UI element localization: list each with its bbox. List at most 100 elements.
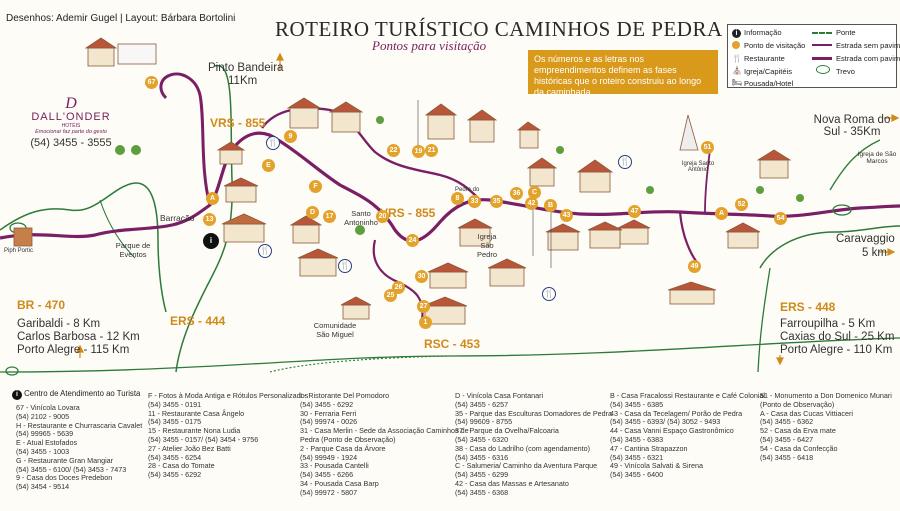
map-legend: i Informação Ponte Ponto de visitação Es… (727, 24, 900, 88)
legend-label-bridge: Ponte (836, 28, 856, 37)
info-icon: i (732, 28, 741, 38)
visit-marker[interactable]: 8 (451, 192, 464, 205)
visit-marker[interactable]: C (528, 186, 541, 199)
contact-line: (54) 3455 - 6383 (610, 434, 664, 444)
visit-marker[interactable]: E (262, 159, 275, 172)
visit-marker[interactable]: 13 (203, 213, 216, 226)
local-road-parque (99, 199, 136, 259)
pinto-bandeira-road (159, 72, 212, 206)
visit-marker[interactable]: 27 (417, 300, 430, 313)
legend-label-unpaved: Estrada sem pavimento (836, 41, 900, 50)
contact-column-5: B - Casa Fracalossi Restaurante e Café C… (610, 391, 766, 480)
ers448-road (759, 225, 900, 269)
leader-lines (417, 100, 552, 268)
visit-marker[interactable]: A (715, 207, 728, 220)
restaurant-icon[interactable]: 🍴 (258, 244, 272, 258)
visit-marker[interactable]: 20 (376, 210, 389, 223)
contact-line: 2 - Parque Casa da Árvore (300, 443, 386, 453)
br470-road (0, 182, 167, 313)
contact-line: 44 - Casa Vanni Espaço Gastronômico (610, 426, 734, 436)
brand-name: DALL'ONDER (31, 111, 111, 123)
contact-line: 31 - Casa Merlin - Sede da Associação Ca… (300, 426, 469, 436)
contact-line: (54) 3455 - 6400 (610, 470, 664, 480)
restaurant-icon[interactable]: 🍴 (338, 259, 352, 273)
contact-line: (54) 3455 - 6418 (760, 452, 814, 462)
legend-label-paved: Estrada com pavimento (836, 54, 900, 63)
visit-marker[interactable]: 47 (628, 205, 641, 218)
label-porto-alegre-west: Porto Alegre - 115 Km (17, 344, 130, 356)
contact-line: D - Vinícola Casa Fontanari (455, 391, 544, 400)
visit-marker[interactable]: 30 (415, 270, 428, 283)
visit-marker[interactable]: 35 (490, 195, 503, 208)
label-caravaggio-dist: 5 km (862, 247, 887, 259)
visit-marker[interactable]: 19 (412, 145, 425, 158)
label-igreja-sao-pedro: Igreja São Pedro (476, 232, 497, 259)
contact-column-2: F - Fotos à Moda Antiga e Rótulos Person… (148, 391, 309, 480)
contact-line: G - Restaurante Gran Mangiar (16, 455, 114, 465)
hotel-icon: 🛏 (732, 78, 743, 87)
contact-line: H - Restaurante e Churrascaria Cavalet (16, 420, 143, 430)
visit-marker[interactable]: 36 (510, 187, 523, 200)
legend-label-church: Igreja/Capitéis (744, 67, 792, 76)
contact-line: F - Fotos à Moda Antiga e Rótulos Person… (148, 391, 309, 400)
visit-marker[interactable]: 52 (735, 198, 748, 211)
visit-marker[interactable]: F (309, 180, 322, 193)
visit-marker[interactable]: A (206, 192, 219, 205)
credits: Desenhos: Ademir Gugel | Layout: Bárbara… (6, 13, 236, 24)
visit-marker[interactable]: 51 (701, 141, 714, 154)
info-icon[interactable]: i (203, 233, 219, 249)
contact-line: (54) 3455 - 6292 (148, 470, 202, 480)
map-subtitle: Pontos para visitação (372, 38, 487, 53)
visit-marker[interactable]: 17 (323, 210, 336, 223)
visit-marker[interactable]: 1 (419, 316, 432, 329)
contact-line: (54) 3455 - 1003 (16, 446, 70, 456)
contact-line: 34 - Pousada Casa Barp (300, 478, 379, 488)
contact-line: (54) 3455 - 6266 (300, 470, 354, 480)
visit-marker[interactable]: 21 (425, 144, 438, 157)
contact-line: 52 - Casa da Erva mate (760, 426, 836, 436)
label-vrs855-west: VRS - 855 (210, 116, 266, 130)
label-br470: BR - 470 (17, 298, 66, 312)
contact-line: I - Ristorante Del Pomodoro (300, 391, 390, 400)
label-santo-antoninho: Santo Antoninho (344, 209, 378, 227)
contact-line: 37 - Parque da Ovelha/Falcoaria (455, 426, 559, 436)
visit-marker[interactable]: B (544, 199, 557, 212)
visit-marker[interactable]: D (306, 206, 319, 219)
contact-line: (54) 2102 - 9005 (16, 411, 70, 421)
contact-line: B - Casa Fracalossi Restaurante e Café C… (610, 391, 766, 400)
hotel-brand-logo: D DALL'ONDER HOTÉIS Emocionar faz parte … (17, 95, 125, 150)
visit-marker[interactable]: 22 (387, 144, 400, 157)
label-comunidade-sao-miguel: Comunidade São Miguel (313, 321, 357, 339)
visit-marker[interactable]: 42 (525, 197, 538, 210)
contact-line: (54) 3455 - 6427 (760, 434, 814, 444)
contact-line: (54) 3455 - 6362 (760, 417, 814, 427)
brand-mark: D (65, 95, 77, 112)
contact-line: C - Salumeria/ Caminho da Aventura Parqu… (455, 461, 598, 471)
visit-marker[interactable]: 67 (145, 76, 158, 89)
brand-phone: (54) 3455 - 3555 (30, 137, 112, 149)
contact-line: A - Casa das Cucas Vittiaceri (760, 408, 853, 418)
visit-marker[interactable]: 24 (406, 234, 419, 247)
visit-marker[interactable]: 43 (560, 209, 573, 222)
label-barracao: Barracão (160, 213, 195, 223)
contact-column-3: I - Ristorante Del Pomodoro (54) 3455 - 6… (300, 391, 469, 498)
info-icon: i (12, 390, 22, 400)
restaurant-icon[interactable]: 🍴 (266, 136, 280, 150)
visit-marker[interactable]: 49 (688, 260, 701, 273)
label-ers448: ERS - 448 (780, 300, 836, 314)
building-illustrations (13, 37, 792, 325)
restaurant-icon[interactable]: 🍴 (618, 155, 632, 169)
legend-label-hotel: Pousada/Hotel (744, 79, 794, 88)
visit-marker[interactable]: 33 (468, 195, 481, 208)
contact-line: 28 - Casa do Tomate (148, 461, 215, 471)
contact-line: 51 - Monumento a Don Domenico Munari (760, 391, 892, 400)
label-pinto-bandeira: Pinto Bandeira (208, 62, 284, 74)
visit-marker[interactable]: 9 (284, 130, 297, 143)
visit-marker[interactable]: 26 (392, 281, 405, 294)
label-pedra-do: Pedra do (455, 187, 480, 193)
visit-marker[interactable]: 54 (774, 212, 787, 225)
contact-line: 30 - Ferraria Ferri (300, 408, 357, 418)
unpaved-road-line (812, 44, 832, 46)
label-ers444: ERS - 444 (170, 314, 226, 328)
restaurant-icon[interactable]: 🍴 (542, 287, 556, 301)
